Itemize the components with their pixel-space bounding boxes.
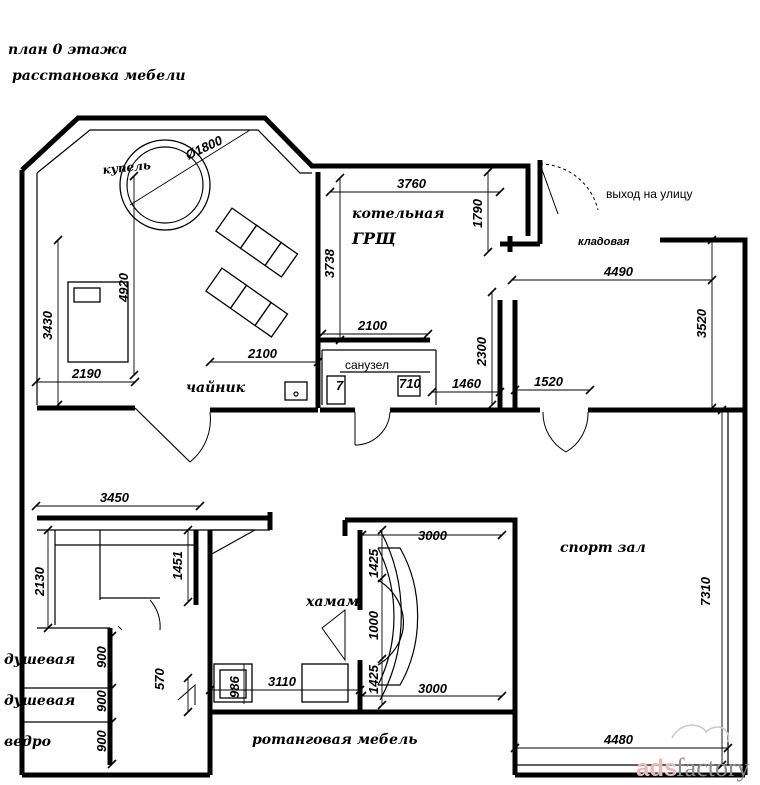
label-rotangovaya: ротанговая мебель [252,732,417,748]
label-kladovaya: кладовая [578,236,630,248]
interior-walls [22,172,745,766]
dim-4480: 4480 [603,732,634,747]
dim-2100-a: 2100 [357,318,388,333]
plan-subtitle: расстановка мебели [12,68,186,84]
kupel-circle [119,139,211,231]
dim-2190: 2190 [71,366,102,381]
dim-2100-b: 2100 [247,346,278,361]
dim-7: 7 [336,378,344,393]
dim-1000: 1000 [366,610,381,640]
outer-walls [19,115,748,778]
dim-1460: 1460 [452,376,482,391]
dim-900-b: 900 [94,690,109,712]
room-labels: купель котельная ГРЩ выход на улицу клад… [4,158,693,750]
dim-3760: 3760 [397,176,427,191]
dim-2300: 2300 [474,336,489,367]
watermark-cloud-icon [671,724,730,743]
dim-7310: 7310 [698,576,713,606]
watermark-factory: factory [676,753,750,782]
dim-1790: 1790 [470,198,485,228]
dim-3738: 3738 [322,248,337,278]
plan-title: план 0 этажа [8,42,127,58]
dim-3000-top: 3000 [418,528,448,543]
label-kotelnaya: котельная [352,206,444,222]
dim-2130: 2130 [32,566,47,597]
label-grsch: ГРЩ [351,229,396,248]
dim-1425-top: 1425 [366,548,381,578]
watermark-ads: ads [636,755,677,782]
label-sport-zal: спорт зал [560,540,646,556]
label-vyhod: выход на улицу [606,187,693,201]
label-chaynik: чайник [186,379,246,396]
dim-570: 570 [152,668,167,690]
label-dushevaya-2: душевая [4,693,75,709]
dim-3110: 3110 [268,674,297,689]
dim-1520: 1520 [534,374,564,389]
dim-710: 710 [399,376,421,391]
dim-3000-bottom: 3000 [418,681,448,696]
dim-3430: 3430 [40,310,55,340]
dim-986: 986 [227,676,242,698]
watermark: ads factory [636,724,750,782]
dim-900-c: 900 [94,730,109,752]
dimension-lines [31,129,733,770]
dim-1451: 1451 [170,551,185,580]
dim-3520: 3520 [694,308,709,338]
dim-4490: 4490 [603,264,634,279]
label-dushevaya-1: душевая [4,652,75,668]
label-vedro: ведро [4,734,51,750]
label-hamam: хамам [305,594,359,610]
dim-1425-bottom: 1425 [366,664,381,694]
label-kupel: купель [102,158,152,177]
dim-3450: 3450 [100,490,130,505]
dim-4920: 4920 [116,272,131,303]
label-sanuzel: санузел [345,358,389,372]
doors [117,163,599,705]
furniture [67,139,421,703]
dim-900-a: 900 [94,646,109,668]
